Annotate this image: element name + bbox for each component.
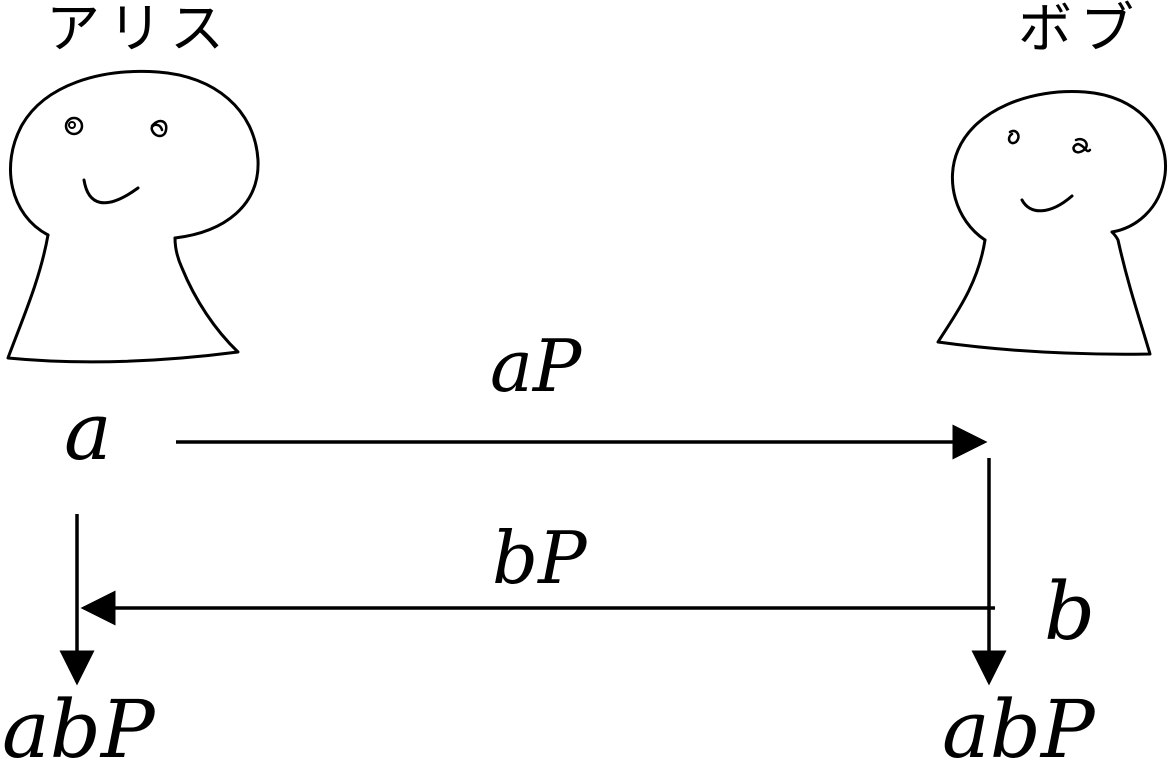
message-to-bob-label: aP <box>490 324 582 408</box>
message-to-alice-label: bP <box>492 516 587 600</box>
bob-secret-label: b <box>1044 565 1096 658</box>
bob-person-icon <box>936 90 1168 356</box>
bob-name-label: ボブ <box>1018 0 1142 60</box>
bob-shared-secret-label: abP <box>942 683 1095 764</box>
alice-shared-secret-label: abP <box>2 683 155 764</box>
alice-name-label: アリス <box>46 0 232 60</box>
alice-person-icon <box>6 69 260 364</box>
alice-secret-label: a <box>64 385 112 478</box>
